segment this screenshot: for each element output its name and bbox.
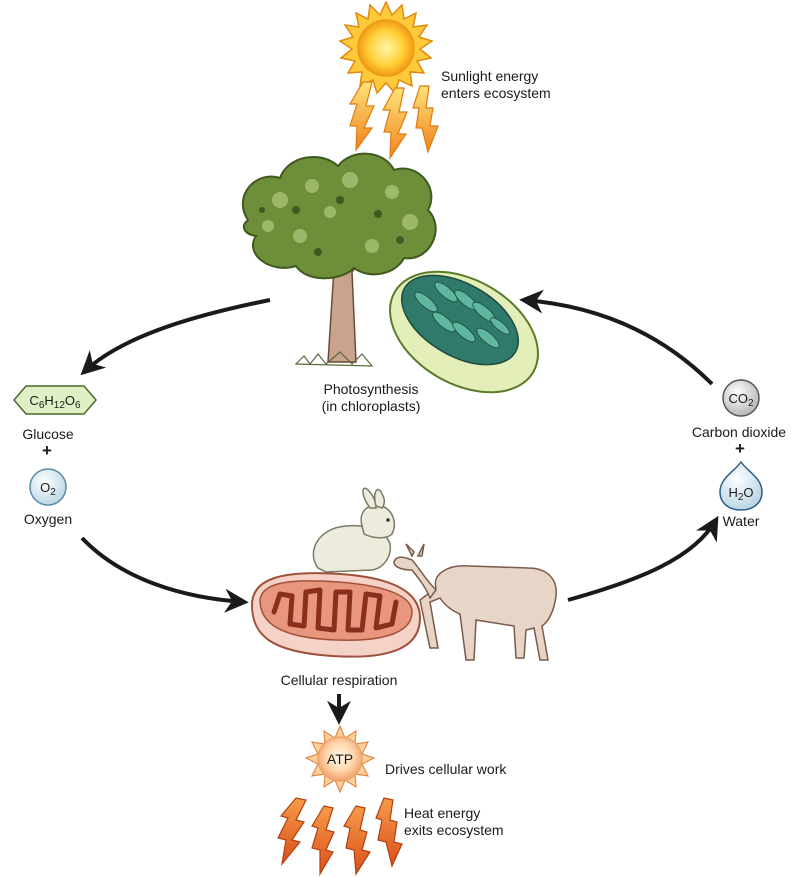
sunlight-label-line-1: Sunlight energy <box>441 68 539 84</box>
arrow-photosynthesis-to-glucose <box>80 298 271 376</box>
heat-energy-label-line-2: exits ecosystem <box>404 822 504 838</box>
chloroplast-icon <box>389 270 539 394</box>
plus-sign-right: + <box>735 439 745 458</box>
cellular-respiration-label: Cellular respiration <box>280 672 398 688</box>
water-label: Water <box>722 513 760 529</box>
heat-energy-label: Heat energy exits ecosystem <box>404 805 504 839</box>
arrow-respiration-to-water <box>567 515 719 602</box>
water-formula: H2O <box>728 485 754 503</box>
sunlight-label-line-2: enters ecosystem <box>441 85 551 101</box>
glucose-hexagon <box>13 385 97 415</box>
carbon-dioxide-formula: CO2 <box>728 391 754 409</box>
atp-burst-icon <box>304 724 376 794</box>
mitochondrion-icon <box>250 572 422 658</box>
water-drop <box>719 460 763 511</box>
deer-icon <box>393 543 557 661</box>
sunlight-label: Sunlight energy enters ecosystem <box>441 68 551 102</box>
rabbit-icon <box>312 487 396 573</box>
tree-icon <box>241 152 437 367</box>
heat-bolts <box>277 797 403 877</box>
oxygen-bubble <box>29 468 67 506</box>
oxygen-label: Oxygen <box>23 511 73 527</box>
photosynthesis-label: Photosynthesis (in chloroplasts) <box>296 381 446 415</box>
heat-energy-label-line-1: Heat energy <box>404 805 481 821</box>
photosynthesis-label-line-2: (in chloroplasts) <box>321 398 421 414</box>
sunlight-bolts <box>348 81 439 161</box>
glucose-label: Glucose <box>22 426 74 442</box>
atp-caption: Drives cellular work <box>385 761 507 777</box>
arrow-oxygen-to-respiration <box>80 536 249 613</box>
glucose-formula: C6H12O6 <box>29 393 81 411</box>
photosynthesis-label-line-1: Photosynthesis <box>323 381 419 397</box>
atp-label: ATP <box>326 751 354 767</box>
arrow-co2-to-photosynthesis <box>519 289 714 386</box>
cycle-arrows <box>80 289 719 725</box>
sun-icon <box>338 0 434 95</box>
carbon-dioxide-bubble <box>722 379 760 417</box>
plus-sign-left: + <box>42 441 52 460</box>
carbon-dioxide-label: Carbon dioxide <box>691 424 787 440</box>
oxygen-formula: O2 <box>40 480 56 498</box>
